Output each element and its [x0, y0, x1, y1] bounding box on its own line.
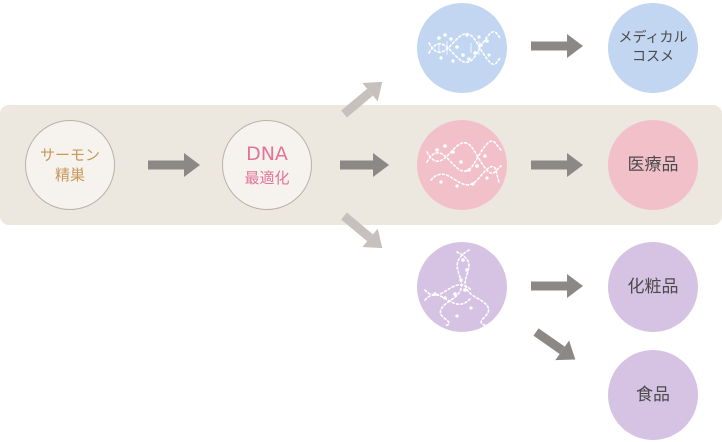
salmon-label-line2: 精巣 [54, 166, 85, 184]
dna-pink-node [417, 120, 507, 210]
dna-label-line2: 最適化 [244, 168, 290, 187]
arrow-pink-to-pharma [531, 153, 583, 177]
dna-label-line1: DNA [246, 143, 288, 166]
arrow-dna-to-purple [341, 212, 383, 249]
arrow-purple-to-food [533, 328, 576, 361]
arrow-blue-to-medical-cosme [531, 34, 583, 58]
cosmetics-label: 化粧品 [627, 276, 679, 297]
medical-cosme-node: メディカル コスメ [608, 3, 698, 93]
cosmetics-node: 化粧品 [608, 242, 698, 332]
arrow-salmon-to-dna [148, 153, 200, 177]
arrow-purple-to-cosmetics [531, 274, 583, 298]
dna-blue-node [417, 3, 507, 93]
medical-cosme-line1: メディカル [618, 30, 688, 47]
dna-optimization-node: DNA 最適化 [222, 120, 312, 210]
dna-helix-icon [424, 249, 490, 327]
dna-helix-icon [426, 140, 502, 188]
dna-helix-icon [428, 30, 502, 66]
pharma-label: 医療品 [627, 154, 679, 175]
dna-purple-node [417, 242, 507, 332]
food-node: 食品 [608, 350, 698, 440]
salmon-label-line1: サーモン [39, 145, 100, 164]
pharma-node: 医療品 [608, 120, 698, 210]
arrow-dna-to-blue [341, 81, 383, 118]
salmon-testis-node: サーモン 精巣 [25, 120, 115, 210]
medical-cosme-line2: コスメ [632, 49, 674, 65]
arrow-dna-to-pink [340, 153, 389, 177]
food-label: 食品 [636, 384, 670, 405]
